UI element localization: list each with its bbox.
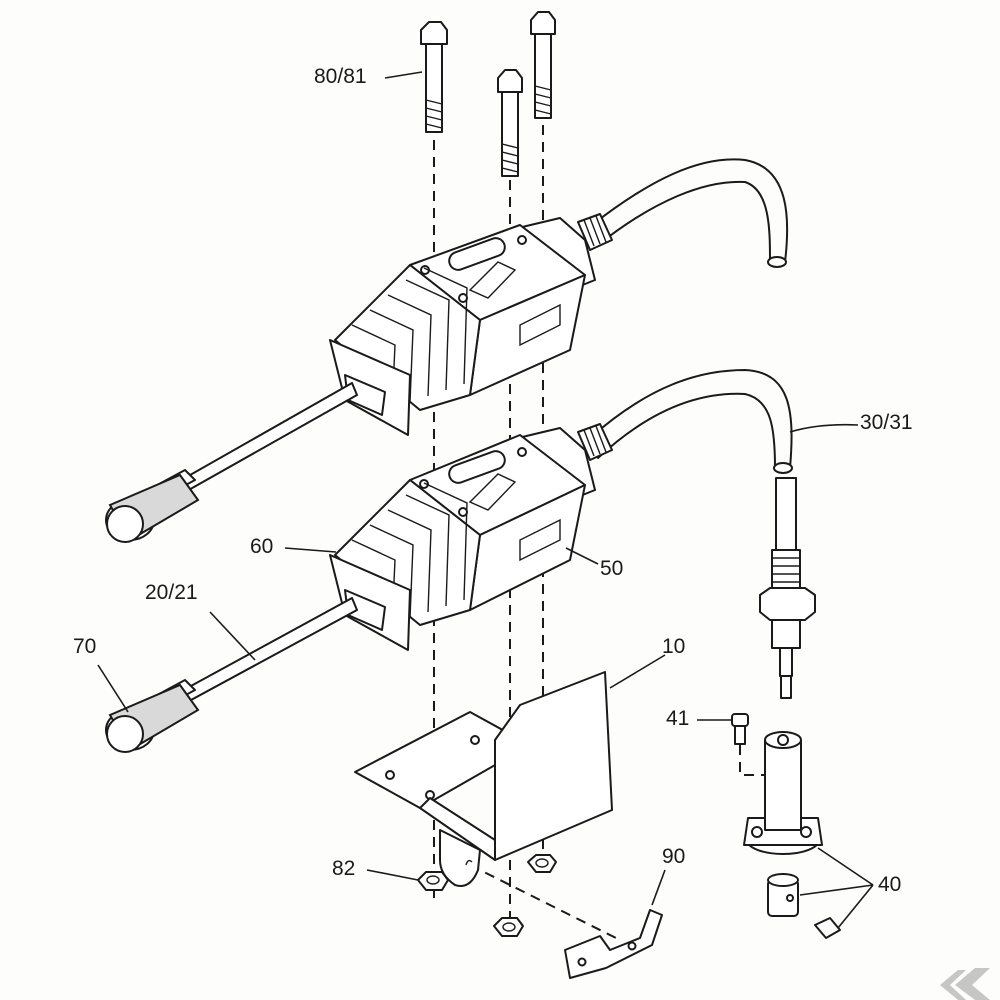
collar-40 — [767, 873, 799, 917]
callout-lever: 20/21 — [145, 581, 198, 604]
callout-screw: 41 — [666, 707, 690, 730]
bolt-left — [420, 21, 448, 133]
nut-82-left — [417, 871, 449, 891]
clamp-plate-90 — [564, 909, 663, 979]
callout-cover: 50 — [600, 557, 624, 580]
leader-lines — [97, 71, 874, 929]
callout-bracket: 10 — [662, 635, 686, 658]
control-unit-lower — [105, 368, 793, 753]
callout-cable: 30/31 — [860, 411, 913, 434]
callout-nut: 82 — [332, 857, 356, 880]
set-screw-40 — [814, 917, 841, 939]
nut-82-bottom — [493, 917, 524, 937]
bracket-10 — [354, 671, 613, 887]
callout-knob: 70 — [73, 635, 97, 658]
callout-pillar: 40 — [878, 873, 902, 896]
control-unit-upper — [105, 158, 789, 543]
callout-housing: 60 — [250, 535, 274, 558]
mounting-pillar-40 — [743, 731, 823, 855]
bolt-middle — [497, 69, 523, 177]
publisher-logo-watermark — [940, 968, 990, 1000]
callout-clamp-plate: 90 — [662, 845, 686, 868]
bolt-right — [530, 11, 556, 119]
nut-82-right — [527, 854, 557, 873]
screw-41 — [731, 713, 749, 745]
cable-end-fitting — [759, 477, 816, 699]
callout-bolts: 80/81 — [314, 65, 367, 88]
